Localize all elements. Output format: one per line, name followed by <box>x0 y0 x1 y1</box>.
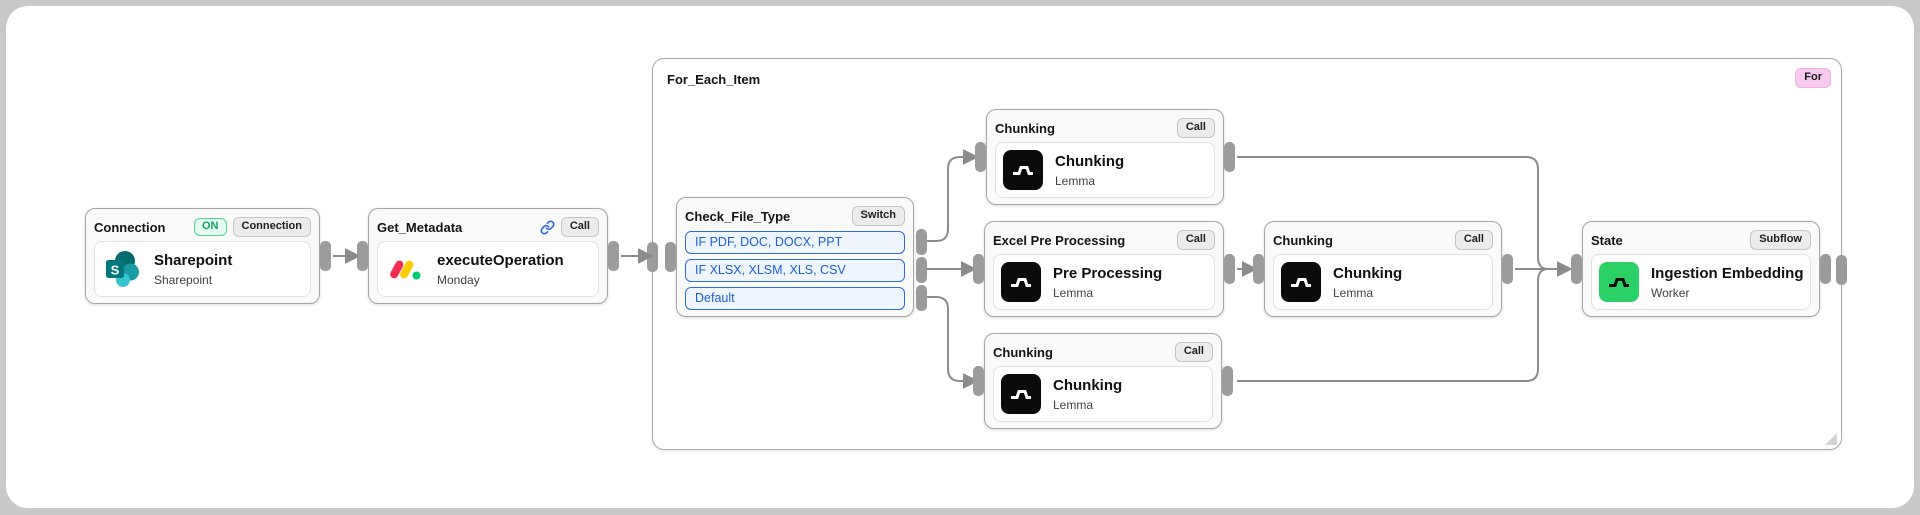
task-name: Chunking <box>1053 377 1122 395</box>
input-port[interactable] <box>973 254 984 284</box>
lemma-icon <box>1001 374 1041 414</box>
for-badge: For <box>1795 68 1831 88</box>
lemma-icon <box>1003 150 1043 190</box>
node-type-badge: Call <box>1177 230 1215 250</box>
task-name: Sharepoint <box>154 252 232 270</box>
output-port[interactable] <box>1502 254 1513 284</box>
task-subtitle: Lemma <box>1053 398 1122 412</box>
on-toggle-badge[interactable]: ON <box>194 218 227 237</box>
input-port[interactable] <box>665 242 676 272</box>
node-check-file-type[interactable]: Check_File_Type Switch IF PDF, DOC, DOCX… <box>676 197 914 317</box>
group-input-port[interactable] <box>647 242 658 272</box>
task-subtitle: Worker <box>1651 286 1803 300</box>
node-connection[interactable]: Connection ON Connection S Sharepoint Sh… <box>85 208 320 304</box>
branch-output-port-default[interactable] <box>916 285 927 311</box>
task-card: executeOperation Monday <box>377 241 599 297</box>
task-card: Chunking Lemma <box>1273 254 1493 310</box>
output-port[interactable] <box>1222 366 1233 396</box>
node-title: Chunking <box>1273 233 1449 248</box>
input-port[interactable] <box>357 241 368 271</box>
task-card: Ingestion Embedding Worker <box>1591 254 1811 310</box>
node-title: Get_Metadata <box>377 220 534 235</box>
output-port[interactable] <box>1820 254 1831 284</box>
monday-icon <box>385 249 425 289</box>
lemma-icon <box>1001 262 1041 302</box>
input-port[interactable] <box>1253 254 1264 284</box>
task-name: Chunking <box>1333 265 1402 283</box>
task-subtitle: Lemma <box>1055 174 1124 188</box>
node-type-badge: Connection <box>233 217 312 237</box>
input-port[interactable] <box>1571 254 1582 284</box>
lemma-icon <box>1281 262 1321 302</box>
group-output-port[interactable] <box>1836 255 1847 285</box>
input-port[interactable] <box>975 142 986 172</box>
switch-branch-xlsx[interactable]: IF XLSX, XLSM, XLS, CSV <box>685 259 905 282</box>
task-subtitle: Lemma <box>1333 286 1402 300</box>
node-type-badge: Call <box>1177 118 1215 138</box>
node-type-badge: Call <box>1175 342 1213 362</box>
switch-branch-default[interactable]: Default <box>685 287 905 310</box>
branch-output-port-pdf[interactable] <box>916 229 927 255</box>
task-name: Chunking <box>1055 153 1124 171</box>
task-card: Chunking Lemma <box>993 366 1213 422</box>
node-type-badge: Switch <box>852 206 905 226</box>
node-title: Excel Pre Processing <box>993 233 1171 248</box>
node-state[interactable]: State Subflow Ingestion Embedding Worker <box>1582 221 1820 317</box>
task-subtitle: Monday <box>437 273 564 287</box>
switch-branch-pdf[interactable]: IF PDF, DOC, DOCX, PPT <box>685 231 905 254</box>
task-name: executeOperation <box>437 252 564 270</box>
output-port[interactable] <box>608 241 619 271</box>
node-title: State <box>1591 233 1744 248</box>
branch-output-port-xlsx[interactable] <box>916 257 927 283</box>
task-card: S Sharepoint Sharepoint <box>94 241 311 297</box>
task-card: Pre Processing Lemma <box>993 254 1215 310</box>
node-type-badge: Subflow <box>1750 230 1811 250</box>
node-type-badge: Call <box>1455 230 1493 250</box>
group-title: For_Each_Item <box>667 72 760 87</box>
task-subtitle: Sharepoint <box>154 273 232 287</box>
output-port[interactable] <box>320 241 331 271</box>
node-title: Chunking <box>995 121 1171 136</box>
node-chunking-top[interactable]: Chunking Call Chunking Lemma <box>986 109 1224 205</box>
worker-subflow-icon <box>1599 262 1639 302</box>
node-excel-pre-processing[interactable]: Excel Pre Processing Call Pre Processing… <box>984 221 1224 317</box>
node-get-metadata[interactable]: Get_Metadata Call executeOperation Monda… <box>368 208 608 304</box>
task-card: Chunking Lemma <box>995 142 1215 198</box>
node-type-badge: Call <box>561 217 599 237</box>
node-title: Check_File_Type <box>685 209 846 224</box>
node-title: Connection <box>94 220 188 235</box>
task-name: Pre Processing <box>1053 265 1162 283</box>
output-port[interactable] <box>1224 142 1235 172</box>
node-chunking-bottom[interactable]: Chunking Call Chunking Lemma <box>984 333 1222 429</box>
output-port[interactable] <box>1224 254 1235 284</box>
group-resize-handle[interactable] <box>1825 433 1837 445</box>
task-name: Ingestion Embedding <box>1651 265 1803 283</box>
link-icon[interactable] <box>540 220 555 235</box>
sharepoint-icon: S <box>102 249 142 289</box>
svg-text:S: S <box>111 263 120 278</box>
node-chunking-middle[interactable]: Chunking Call Chunking Lemma <box>1264 221 1502 317</box>
input-port[interactable] <box>973 366 984 396</box>
task-subtitle: Lemma <box>1053 286 1162 300</box>
node-title: Chunking <box>993 345 1169 360</box>
